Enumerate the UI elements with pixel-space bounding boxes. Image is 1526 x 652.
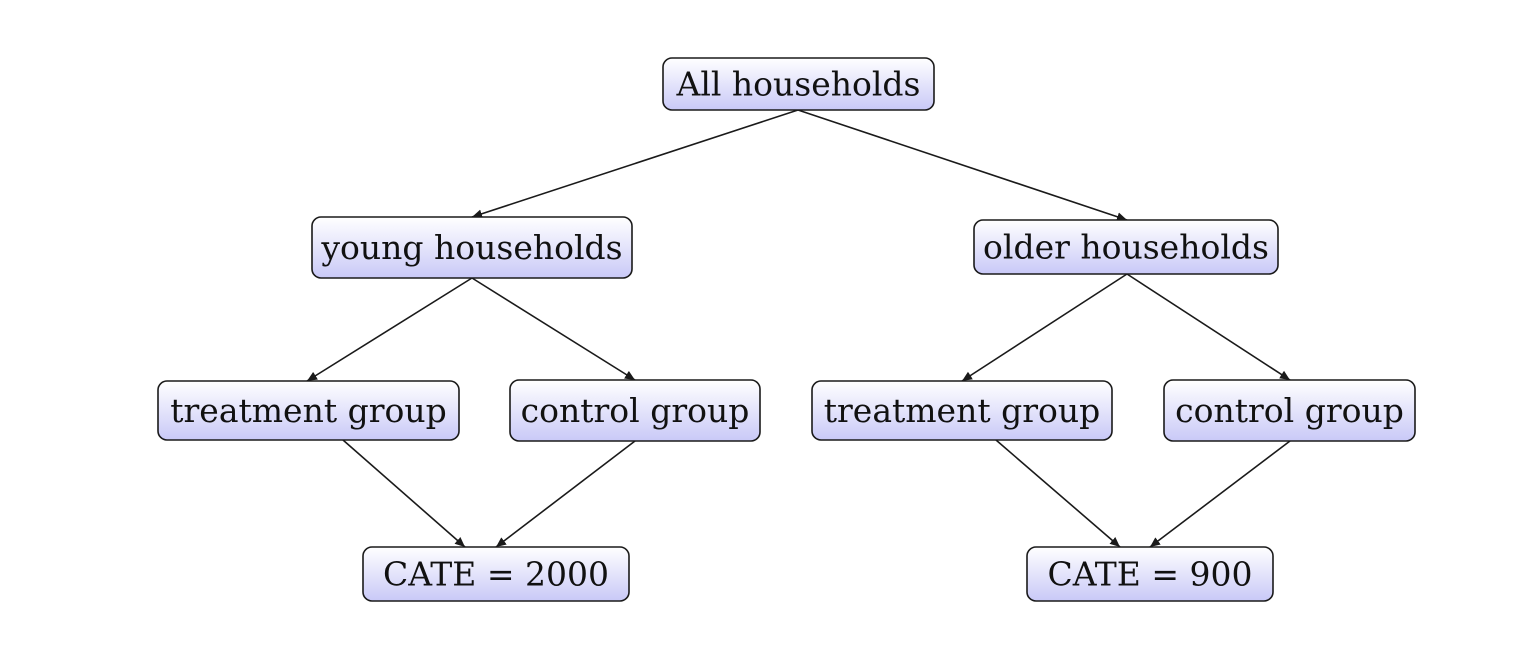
node-young-control-group: control group — [509, 379, 761, 442]
edge-young-to-control — [471, 277, 636, 381]
node-label-all-households: All households — [675, 65, 920, 104]
node-label-older-control-group: control group — [1175, 391, 1404, 430]
node-label-young-control-group: control group — [521, 391, 750, 430]
edge-young-to-treatment — [306, 277, 473, 382]
node-cate-2000: CATE = 2000 — [362, 546, 630, 602]
node-older-control-group: control group — [1163, 379, 1416, 442]
node-young-treatment-group: treatment group — [157, 380, 460, 441]
edge-older-to-control — [1126, 273, 1291, 381]
node-label-cate-900: CATE = 900 — [1048, 555, 1253, 594]
edge-root-to-older — [797, 109, 1128, 222]
node-all-households: All households — [662, 57, 935, 111]
edge-older-treatment-to-cate — [995, 439, 1121, 548]
node-cate-900: CATE = 900 — [1026, 546, 1274, 602]
node-label-older-treatment-group: treatment group — [824, 391, 1100, 430]
node-label-young-treatment-group: treatment group — [170, 391, 446, 430]
edges — [306, 109, 1291, 548]
node-older-treatment-group: treatment group — [811, 380, 1113, 441]
edge-older-to-treatment — [961, 273, 1128, 382]
edge-older-control-to-cate — [1149, 440, 1291, 548]
edge-young-control-to-cate — [495, 440, 636, 548]
node-label-cate-2000: CATE = 2000 — [383, 555, 609, 594]
edge-root-to-young — [471, 109, 799, 219]
node-older-households: older households — [973, 219, 1279, 275]
edge-young-treatment-to-cate — [342, 439, 466, 548]
node-label-older-households: older households — [983, 228, 1269, 267]
node-young-households: young households — [311, 216, 633, 279]
node-label-young-households: young households — [320, 228, 622, 267]
